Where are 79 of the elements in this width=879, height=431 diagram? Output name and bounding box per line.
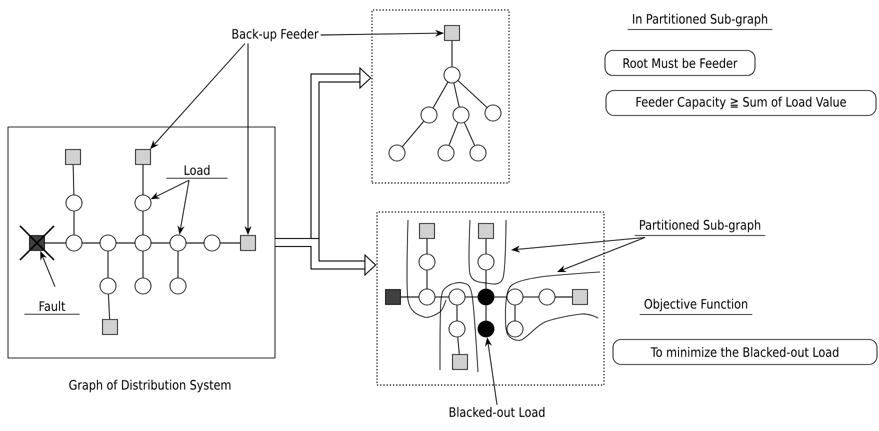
load-circle (170, 234, 186, 252)
feeder-square (419, 223, 435, 239)
load-circle (418, 254, 436, 270)
branch-line (457, 336, 460, 355)
load-circle (538, 288, 556, 306)
branch-line (116, 242, 136, 244)
branch-line (432, 82, 448, 108)
constraint-box: Root Must be Feeder (604, 50, 756, 76)
branch-line (426, 238, 428, 254)
branch-line (514, 304, 516, 322)
underlined-label: Load (166, 164, 228, 179)
branch-line (72, 164, 74, 196)
panel-caption: Graph of Distribution System (69, 380, 230, 392)
branch-line (108, 294, 110, 320)
load-circle (100, 278, 116, 294)
constraint-box: To minimize the Blacked-out Load (612, 339, 878, 365)
load-circle (66, 194, 82, 212)
branch-line (464, 296, 478, 298)
feeder-square (135, 149, 151, 165)
branch-line (400, 296, 420, 298)
load-circle (506, 320, 524, 338)
branch-line (142, 210, 144, 236)
branch-line (522, 296, 540, 298)
faulted-feeder-square (385, 289, 401, 305)
feeder-square (572, 289, 588, 305)
branch-line (494, 296, 508, 298)
branch-line (554, 296, 573, 298)
load-circle (438, 144, 454, 162)
branch-line (456, 304, 458, 322)
branch-line (142, 164, 144, 196)
branch-line (186, 242, 204, 244)
blacked-out-circle (478, 288, 494, 306)
feeder-square (102, 319, 118, 335)
branch-line (142, 250, 144, 278)
branch-line (220, 242, 241, 244)
load-circle (448, 320, 466, 338)
load-circle (420, 106, 438, 124)
branch-line (458, 80, 488, 108)
branch-line (44, 242, 66, 244)
graph-panel (371, 9, 510, 184)
branch-line (82, 242, 100, 244)
load-circle (484, 104, 502, 122)
branch-line (448, 122, 458, 146)
graph-panel (376, 211, 605, 386)
load-circle (444, 66, 460, 84)
load-circle (452, 106, 470, 124)
branch-line (434, 296, 450, 298)
load-circle (418, 288, 436, 306)
section-heading: Objective Function (639, 298, 753, 315)
load-circle (134, 194, 152, 212)
load-circle (388, 144, 406, 162)
load-circle (470, 144, 486, 162)
load-circle (134, 278, 152, 294)
branch-line (426, 270, 428, 290)
underlined-label: Fault (24, 300, 80, 315)
callout-text: Blacked-out Load (450, 406, 544, 418)
load-circle (478, 254, 494, 270)
underlined-label: Partitioned Sub-graph (634, 220, 766, 236)
branch-line (464, 122, 476, 146)
branch-line (402, 120, 424, 148)
feeder-square (452, 354, 468, 370)
load-circle (134, 234, 152, 252)
blacked-out-circle (478, 320, 494, 338)
constraint-box: Feeder Capacity ≧ Sum of Load Value (606, 90, 876, 116)
load-circle (506, 288, 524, 306)
branch-line (453, 82, 460, 108)
load-circle (100, 234, 116, 252)
load-circle (448, 288, 466, 306)
faulted-feeder-square (19, 225, 55, 261)
feeder-square (65, 149, 81, 165)
load-circle (204, 234, 220, 252)
feeder-square (478, 223, 494, 239)
load-circle (66, 234, 82, 252)
feeder-square (240, 235, 256, 251)
section-heading: In Partitioned Sub-graph (627, 14, 773, 30)
callout-text: Back-up Feeder (232, 28, 319, 42)
branch-line (150, 242, 170, 244)
feeder-square (444, 25, 460, 41)
load-circle (170, 278, 186, 294)
